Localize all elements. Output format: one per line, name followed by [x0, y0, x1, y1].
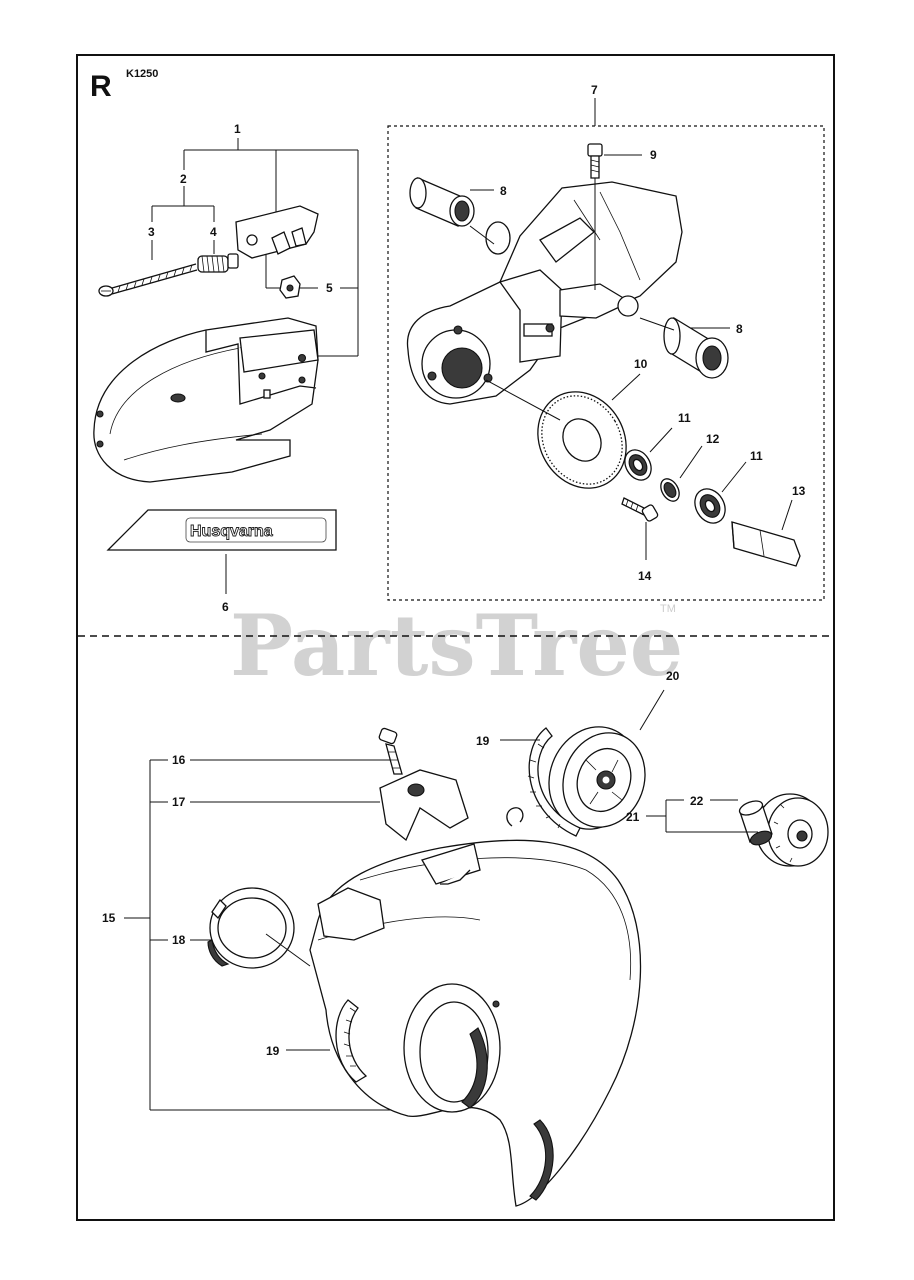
callout-18: 18 [172, 933, 186, 947]
screw-14 [621, 497, 659, 560]
tension-spring [197, 253, 239, 273]
callout-19-upper: 19 [476, 734, 490, 748]
callout-16: 16 [172, 753, 186, 767]
callout-9: 9 [650, 148, 657, 162]
callout-20: 20 [666, 669, 680, 683]
callout-8-lower: 8 [736, 322, 743, 336]
callout-8-upper: 8 [500, 184, 507, 198]
shaft-13 [731, 499, 801, 567]
bearing-11-right [694, 461, 747, 524]
callout-4: 4 [210, 225, 217, 239]
tension-screw [98, 263, 198, 297]
callout-11-right: 11 [750, 449, 763, 463]
callout-bracket-21 [646, 799, 758, 833]
belt-guard-cover [93, 317, 319, 483]
watermark-text: PartsTree [230, 596, 683, 695]
callout-22: 22 [690, 794, 704, 808]
model-label: K1250 [126, 68, 158, 80]
blade-guard [309, 807, 642, 1207]
decal-brand-text: Husqvarna [190, 523, 273, 540]
bolt-16 [378, 727, 403, 775]
callout-21: 21 [626, 810, 640, 824]
callout-10: 10 [634, 357, 648, 371]
screw-9 [587, 98, 642, 290]
plate-10 [485, 373, 641, 489]
tension-plate [235, 205, 319, 259]
bearing-11-left [624, 427, 673, 481]
callout-3: 3 [148, 225, 155, 239]
callout-13: 13 [792, 484, 806, 498]
callout-14: 14 [638, 569, 652, 583]
belt-19-upper [500, 727, 581, 837]
belt-19-lower [286, 999, 368, 1083]
callout-11-left: 11 [678, 411, 691, 425]
husqvarna-decal: Husqvarna [106, 509, 337, 594]
section-letter: R [90, 70, 112, 103]
callout-19-lower: 19 [266, 1044, 280, 1058]
callout-bracket-15 [124, 759, 408, 1111]
sleeve-8-upper [409, 177, 495, 245]
diagram-frame [76, 54, 835, 1221]
sleeve-8-lower [639, 316, 730, 379]
callout-12: 12 [706, 432, 720, 446]
pulley-20 [548, 689, 665, 830]
callout-5: 5 [326, 281, 333, 295]
square-nut [279, 275, 301, 299]
watermark-trademark: TM [660, 603, 676, 615]
cutting-arm [406, 181, 683, 405]
adjuster-ring-18 [207, 887, 311, 969]
callout-6: 6 [222, 600, 229, 614]
callout-1: 1 [234, 122, 241, 136]
pulley-21 [755, 793, 829, 867]
callout-17: 17 [172, 795, 186, 809]
bushing-12 [660, 445, 703, 502]
callout-15: 15 [102, 911, 116, 925]
arm-assembly-group-box [387, 125, 825, 601]
bracket-17 [379, 769, 469, 842]
callout-2: 2 [180, 172, 187, 186]
callout-7: 7 [591, 83, 598, 97]
